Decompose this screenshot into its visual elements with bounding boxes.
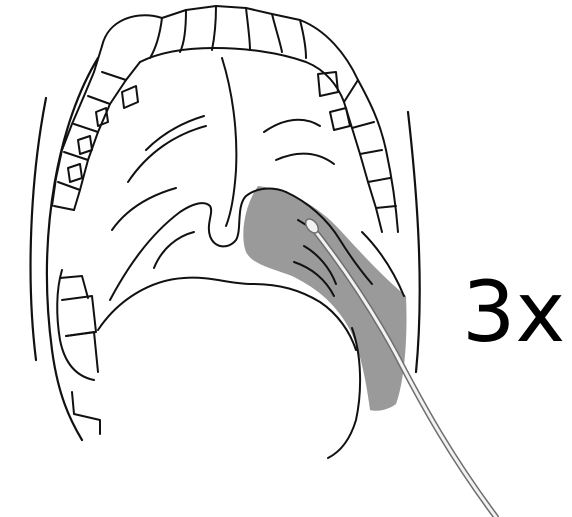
cheek-outlines (31, 58, 420, 440)
upper-dental-arch (52, 6, 398, 232)
lower-left-teeth (57, 270, 100, 434)
repeat-count-label: 3x (462, 270, 565, 354)
